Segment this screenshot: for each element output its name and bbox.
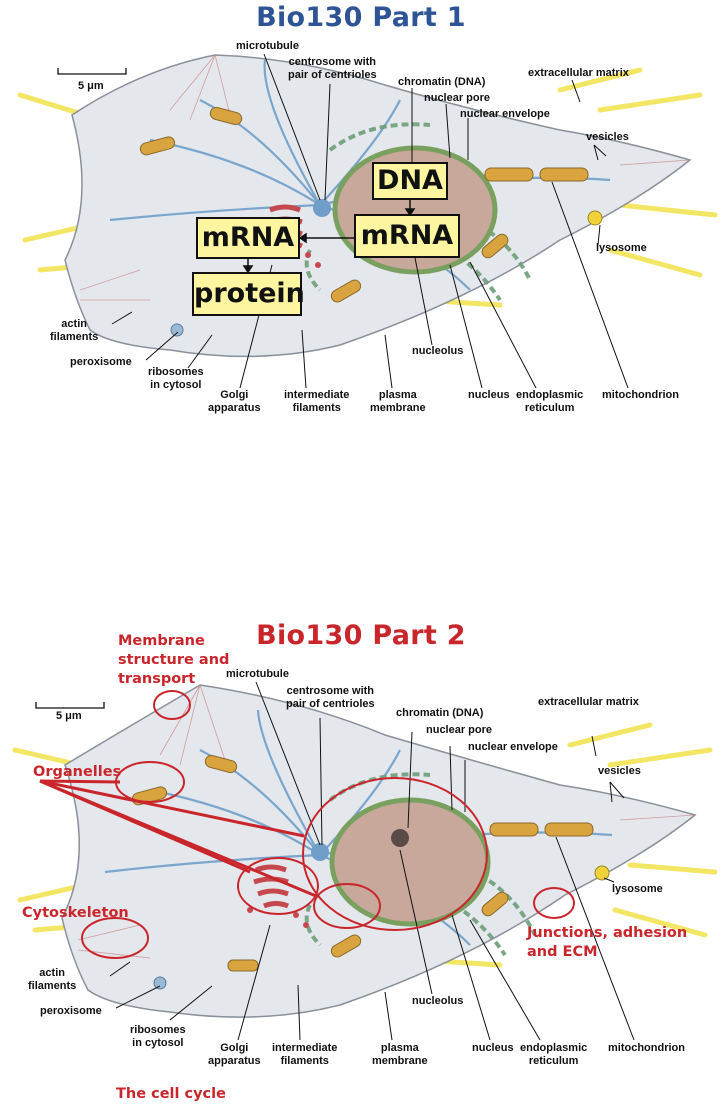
mrna-cytosol-box: mRNA (196, 217, 300, 259)
part2-label-golgi: Golgi apparatus (208, 1042, 261, 1068)
part2-label-actin: actin filaments (28, 967, 76, 993)
part2-label-golgi-l1: Golgi (220, 1042, 249, 1054)
part2-label-mitochondrion: mitochondrion (608, 1042, 685, 1054)
part1-label-er: endoplasmic reticulum (516, 389, 583, 415)
part1-label-lysosome: lysosome (596, 242, 647, 254)
part2-label-intermediate-filaments: intermediate filaments (272, 1042, 337, 1068)
part2-label-microtubule: microtubule (226, 668, 289, 680)
part1-label-intermediate-l1: intermediate (284, 389, 350, 401)
part2-label-extracellular-matrix: extracellular matrix (538, 696, 639, 708)
protein-box: protein (192, 272, 305, 316)
part1-label-actin-l1: actin (61, 318, 87, 330)
part2-label-actin-l2: filaments (28, 980, 77, 992)
part1-title: Bio130 Part 1 (256, 2, 466, 33)
part1-label-intermediate-l2: filaments (292, 402, 341, 414)
part1-label-ribosomes-l1: ribosomes (148, 366, 204, 378)
part2-label-golgi-l2: apparatus (208, 1055, 261, 1067)
part2-label-nucleus: nucleus (472, 1042, 514, 1054)
part2-label-er-l1: endoplasmic (520, 1042, 588, 1054)
part2-label-nuclear-envelope: nuclear envelope (468, 741, 558, 753)
part2-label-centrosome-l2: pair of centrioles (286, 698, 375, 710)
part2-label-plasma-l2: membrane (372, 1055, 428, 1067)
part1-label-nuclear-pore: nuclear pore (424, 92, 491, 104)
topic-cytoskeleton: Cytoskeleton (22, 905, 129, 921)
part1-label-nucleus: nucleus (468, 389, 510, 401)
part2-scale-bar: 5 μm (56, 710, 82, 722)
part2-label-peroxisome: peroxisome (40, 1005, 102, 1017)
part1-label-microtubule: microtubule (236, 40, 299, 52)
part1-label-vesicles: vesicles (586, 131, 629, 143)
part1-label-golgi: Golgi apparatus (208, 389, 261, 415)
part1-label-nuclear-envelope: nuclear envelope (460, 108, 550, 120)
topic-membrane-l3: transport (118, 671, 196, 687)
topic-junctions-l1: Junctions, adhesion (527, 925, 688, 941)
part1-label-intermediate-filaments: intermediate filaments (284, 389, 349, 415)
topic-organelles: Organelles (33, 764, 122, 780)
part1-label-ribosomes-l2: in cytosol (150, 379, 202, 391)
part1-label-extracellular-matrix: extracellular matrix (528, 67, 629, 79)
part1-label-centrosome: centrosome with pair of centrioles (288, 56, 377, 82)
part1-label-plasma-l1: plasma (378, 389, 417, 401)
part1-scale-bar: 5 μm (78, 80, 104, 92)
part2-label-centrosome-l1: centrosome with (286, 685, 375, 697)
mrna-nuclear-box: mRNA (354, 214, 460, 258)
part1-label-centrosome-l2: pair of centrioles (288, 69, 377, 81)
part1-label-golgi-l1: Golgi (220, 389, 249, 401)
topic-cell-cycle: The cell cycle (116, 1086, 226, 1102)
part2-label-ribosomes-l1: ribosomes (130, 1024, 186, 1036)
part2-label-nuclear-pore: nuclear pore (426, 724, 493, 736)
topic-membrane: Membrane structure and transport (118, 632, 229, 689)
part1-label-mitochondrion: mitochondrion (602, 389, 679, 401)
part1-scale-bar-line (57, 68, 127, 75)
part2-label-ribosomes: ribosomes in cytosol (130, 1024, 186, 1050)
topic-junctions: Junctions, adhesion and ECM (527, 924, 687, 962)
topic-membrane-l1: Membrane (118, 633, 205, 649)
part2-label-chromatin: chromatin (DNA) (396, 707, 484, 719)
part2-label-intermediate-l1: intermediate (272, 1042, 338, 1054)
part2-nucleus (329, 797, 491, 927)
part1-label-nucleolus: nucleolus (412, 345, 464, 357)
part2-title: Bio130 Part 2 (256, 620, 466, 651)
part1-label-chromatin: chromatin (DNA) (398, 76, 486, 88)
part1-label-plasma-l2: membrane (370, 402, 426, 414)
part1-label-golgi-l2: apparatus (208, 402, 261, 414)
part2-label-plasma-membrane: plasma membrane (372, 1042, 428, 1068)
part2-label-centrosome: centrosome with pair of centrioles (286, 685, 375, 711)
part1-label-er-l1: endoplasmic (516, 389, 584, 401)
part1-label-peroxisome: peroxisome (70, 356, 132, 368)
part1-label-centrosome-l1: centrosome with (288, 56, 377, 68)
part2-label-lysosome: lysosome (612, 883, 663, 895)
part2-label-er-l2: reticulum (528, 1055, 579, 1067)
part2-label-intermediate-l2: filaments (280, 1055, 329, 1067)
part2-cell-illustration (12, 681, 718, 1041)
part2-label-vesicles: vesicles (598, 765, 641, 777)
part1-label-ribosomes: ribosomes in cytosol (148, 366, 204, 392)
part2-label-nucleolus: nucleolus (412, 995, 464, 1007)
part2-label-actin-l1: actin (39, 967, 65, 979)
topic-membrane-l2: structure and (118, 652, 230, 668)
part2-label-ribosomes-l2: in cytosol (132, 1037, 184, 1049)
part1-label-actin: actin filaments (50, 318, 98, 344)
part1-label-er-l2: reticulum (524, 402, 575, 414)
dna-box: DNA (372, 162, 448, 200)
part2-scale-bar-line (35, 702, 105, 709)
topic-junctions-l2: and ECM (527, 944, 598, 960)
part2-label-er: endoplasmic reticulum (520, 1042, 587, 1068)
part1-label-plasma-membrane: plasma membrane (370, 389, 426, 415)
part1-label-actin-l2: filaments (50, 331, 99, 343)
part2-label-plasma-l1: plasma (380, 1042, 419, 1054)
